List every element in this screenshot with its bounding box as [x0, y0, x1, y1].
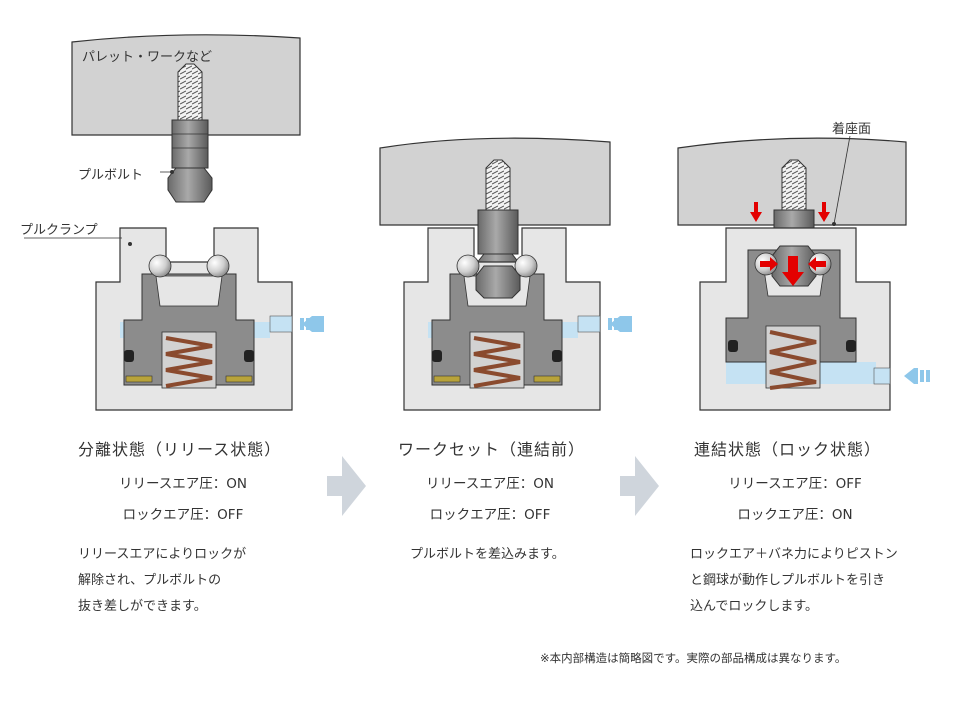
- force-arrows: [750, 202, 830, 286]
- step-arrow-1: [327, 456, 366, 516]
- stage-1-release-air: リリースエア圧：ON: [118, 476, 248, 492]
- step-arrow-2: [620, 456, 659, 516]
- lock-air-arrow: [904, 368, 930, 384]
- stage-1-description: リリースエアによりロックが 解除され、プルボルトの 抜き差しができます。: [78, 547, 247, 614]
- stage-2-lock-air: ロックエア圧：OFF: [429, 507, 551, 523]
- stage-2-description: プルボルトを差込みます。: [410, 547, 565, 562]
- stage-3-description: ロックエア＋バネ力によりピストン と鋼球が動作しプルボルトを引き 込んでロックし…: [690, 547, 898, 614]
- stage-2-title: ワークセット（連結前）: [398, 440, 586, 459]
- pallet-label: パレット・ワークなど: [82, 50, 213, 65]
- stage-1-title: 分離状態（リリース状態）: [78, 440, 282, 459]
- stage-2-release-air: リリースエア圧：ON: [425, 476, 555, 492]
- stage-1-illustration: [24, 34, 324, 411]
- seating-surface-label: 着座面: [832, 122, 872, 137]
- stage-2-illustration: [379, 137, 632, 411]
- stage-3-release-air: リリースエア圧：OFF: [728, 476, 862, 492]
- stage-3-title: 連結状態（ロック状態）: [694, 440, 882, 459]
- pull-clamp-label: プルクランプ: [20, 223, 98, 238]
- release-air-arrow-1: [300, 316, 324, 332]
- stage-3-lock-air: ロックエア圧：ON: [737, 507, 853, 523]
- pull-bolt-label: プルボルト: [78, 168, 144, 183]
- release-air-arrow-2: [608, 316, 632, 332]
- footnote: ※本内部構造は簡略図です。実際の部品構成は異なります。: [540, 651, 847, 665]
- stage-3-illustration: [677, 135, 930, 411]
- stage-1-lock-air: ロックエア圧：OFF: [122, 507, 244, 523]
